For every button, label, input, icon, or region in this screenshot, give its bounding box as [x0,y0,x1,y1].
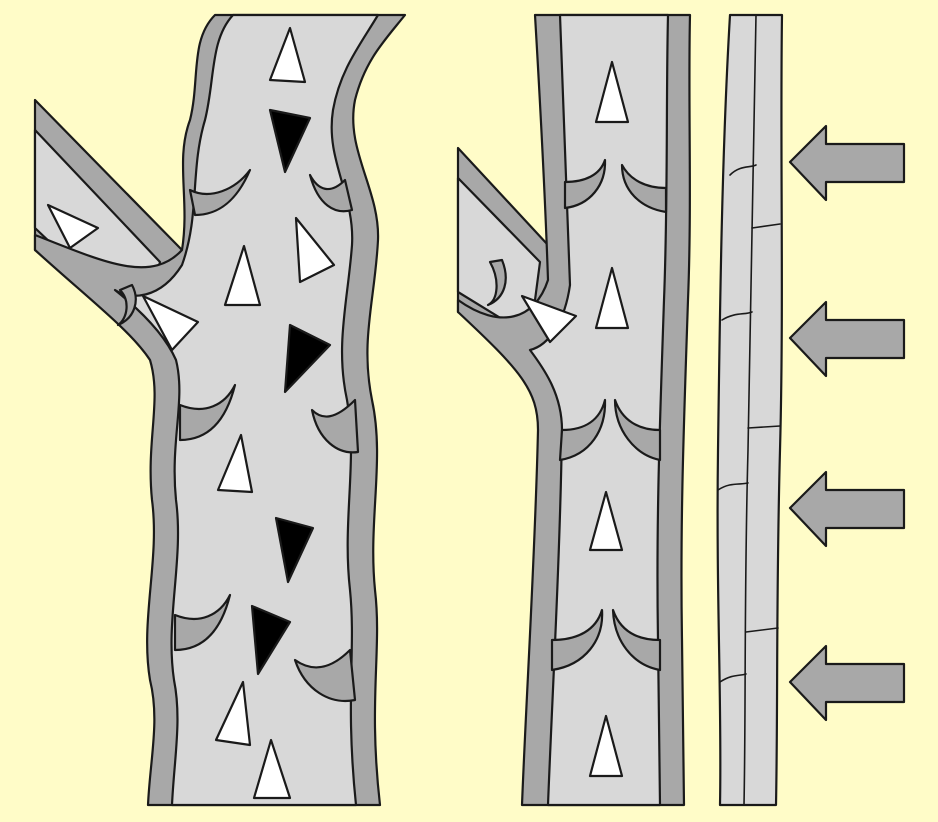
compressed-vein-wall [718,15,782,805]
